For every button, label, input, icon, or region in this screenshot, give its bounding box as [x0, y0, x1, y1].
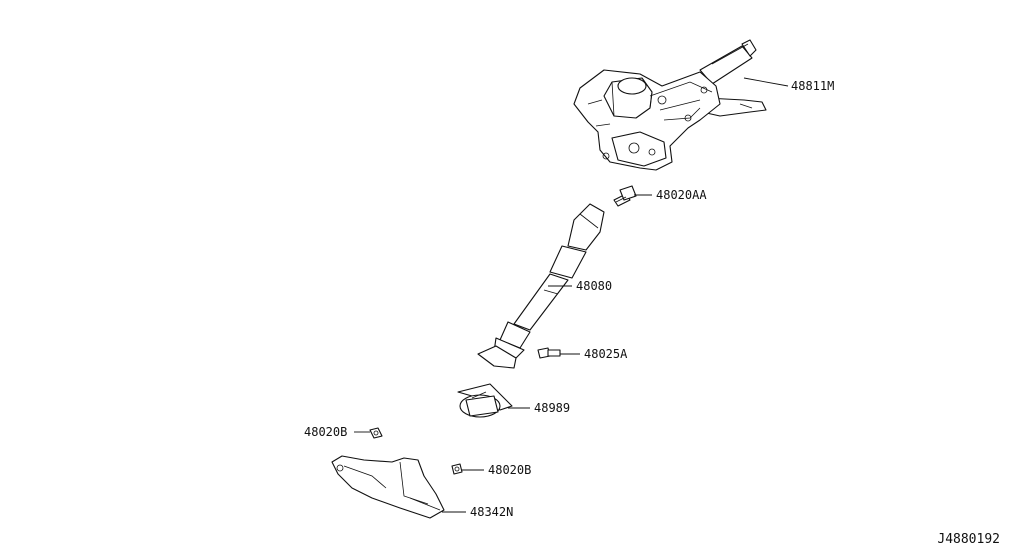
- label-48811M: 48811M: [791, 79, 834, 93]
- label-48342N: 48342N: [470, 505, 513, 519]
- bolt-48025A[interactable]: [537, 347, 561, 359]
- seal-48989[interactable]: [457, 383, 513, 418]
- column-cover[interactable]: [331, 455, 445, 519]
- label-48020AA: 48020AA: [656, 188, 707, 202]
- label-48020B-right: 48020B: [488, 463, 531, 477]
- label-48080: 48080: [576, 279, 612, 293]
- diagram-id: J4880192: [937, 532, 1000, 547]
- label-48020B-left: 48020B: [304, 425, 347, 439]
- nut-48020B-right[interactable]: [451, 463, 463, 475]
- steering-column-assembly[interactable]: [573, 39, 767, 171]
- label-48989: 48989: [534, 401, 570, 415]
- bolt-48020AA[interactable]: [613, 185, 637, 207]
- label-48025A: 48025A: [584, 347, 628, 361]
- nut-48020B-left[interactable]: [369, 427, 383, 439]
- leader-48811M: [743, 77, 789, 87]
- intermediate-shaft[interactable]: [477, 203, 605, 369]
